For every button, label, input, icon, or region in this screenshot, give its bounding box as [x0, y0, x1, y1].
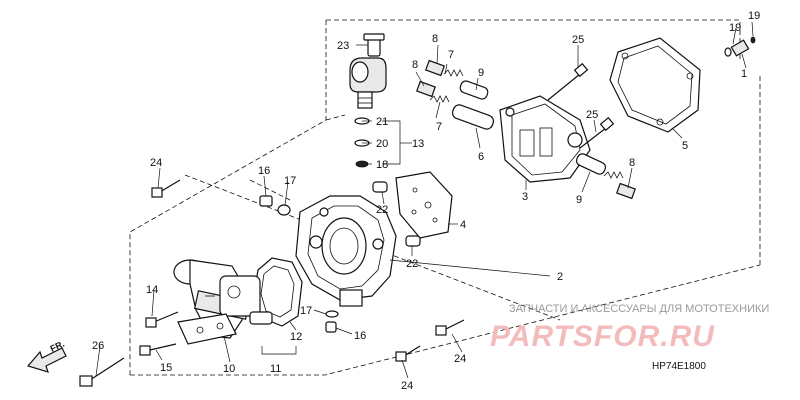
bolt-16-washer-17-lower — [325, 310, 339, 333]
bracket-11 — [261, 346, 297, 355]
callout-24c: 24 — [454, 353, 466, 365]
callout-2: 2 — [557, 271, 563, 283]
callout-18: 18 — [376, 159, 388, 171]
callout-19b: 19 — [748, 10, 760, 22]
bolt-26 — [79, 357, 125, 387]
callout-12: 12 — [290, 331, 302, 343]
bolt-24-bottom — [395, 345, 421, 362]
bolt-24-right — [435, 319, 465, 336]
callout-22a: 22 — [376, 204, 388, 216]
bolt-25-lower — [579, 116, 615, 149]
callout-19a: 19 — [729, 22, 741, 34]
callout-10: 10 — [223, 363, 235, 375]
bolt-16-washer-17-upper — [259, 195, 291, 216]
hydraulic-body — [295, 195, 397, 307]
valve-springs — [416, 59, 495, 130]
watermark-tagline: ЗАПЧАСТИ И АКСЕССУАРЫ ДЛЯ МОТОТЕХНИКИ — [509, 303, 769, 315]
callout-26: 26 — [92, 340, 104, 352]
bolt-25-upper — [547, 62, 589, 101]
clamp-plate-15 — [177, 313, 237, 345]
separator-plate — [395, 171, 453, 239]
valve-spring-right — [575, 153, 636, 200]
o-ring-stack — [354, 117, 370, 168]
callout-1: 1 — [741, 68, 747, 80]
callout-16b: 16 — [354, 330, 366, 342]
callout-3: 3 — [522, 191, 528, 203]
callout-24b: 24 — [401, 380, 413, 392]
callout-25a: 25 — [572, 34, 584, 46]
callout-17b: 17 — [300, 305, 312, 317]
callout-15: 15 — [160, 362, 172, 374]
bolt-15 — [139, 343, 177, 356]
watermark: ЗАПЧАСТИ И АКСЕССУАРЫ ДЛЯ МОТОТЕХНИКИ PA… — [490, 303, 769, 353]
callout-6: 6 — [478, 151, 484, 163]
callout-9b: 9 — [576, 194, 582, 206]
callout-8b: 8 — [412, 59, 418, 71]
fitting-1-19 — [724, 36, 756, 57]
valve-body-upper — [499, 95, 591, 183]
callout-25b: 25 — [586, 109, 598, 121]
watermark-logo-text: PARTSFOR.RU — [490, 320, 715, 353]
callout-8a: 8 — [432, 33, 438, 45]
callout-9a: 9 — [478, 67, 484, 79]
callout-23: 23 — [337, 40, 349, 52]
dowel-pins — [372, 181, 421, 247]
callout-7b: 7 — [436, 121, 442, 133]
diagram-code: HP74E1800 — [652, 361, 706, 372]
callout-8c: 8 — [629, 157, 635, 169]
callout-5: 5 — [682, 140, 688, 152]
callout-labels: 1 2 3 4 5 6 7 7 8 8 8 9 9 10 11 12 13 14… — [92, 10, 760, 392]
callout-20: 20 — [376, 138, 388, 150]
bolt-24-left — [151, 179, 181, 198]
bolt-14 — [145, 311, 179, 328]
callout-4: 4 — [460, 219, 466, 231]
bracket-13 — [382, 120, 412, 165]
leader-lines — [95, 21, 754, 379]
solenoid-valve-top — [349, 33, 387, 109]
callout-16a: 16 — [258, 165, 270, 177]
callout-22b: 22 — [406, 258, 418, 270]
callout-14: 14 — [146, 284, 158, 296]
callout-13: 13 — [412, 138, 424, 150]
callout-11: 11 — [270, 363, 281, 375]
callout-24a: 24 — [150, 157, 162, 169]
callout-7a: 7 — [448, 49, 454, 61]
front-direction-arrow-icon: FR. — [26, 339, 67, 373]
callout-17a: 17 — [284, 175, 296, 187]
cover-gasket — [609, 37, 701, 133]
callout-21: 21 — [376, 116, 388, 128]
